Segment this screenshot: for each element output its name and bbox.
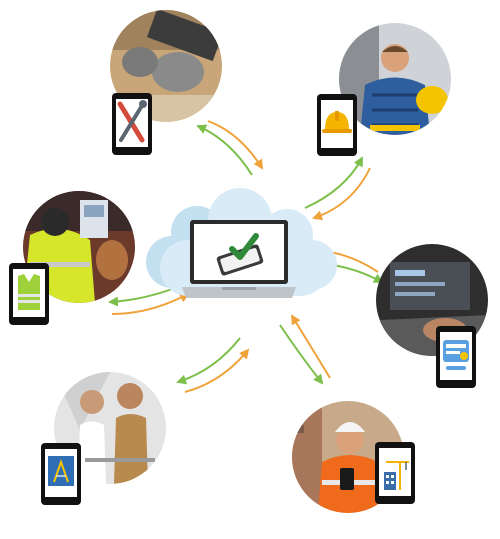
device-helmet (317, 94, 357, 156)
node-inspector (292, 401, 415, 513)
device-inspector (375, 442, 415, 504)
node-laptop (376, 244, 488, 388)
device-team (41, 443, 81, 505)
arrow-to-tools (196, 124, 253, 176)
hard-hat-icon (322, 111, 352, 133)
arrow-to-helmet (304, 156, 363, 209)
arrow-from-team (184, 348, 250, 393)
node-tools (110, 10, 222, 155)
safety-vest-icon (18, 274, 40, 310)
worker-hands-gloves-photo (110, 10, 222, 122)
device-vest (9, 263, 49, 325)
device-laptop (436, 326, 476, 388)
node-helmet (317, 23, 451, 156)
phone-check-icon (216, 233, 264, 276)
arrow-from-tools (207, 120, 264, 170)
wrench-screwdriver-icon (117, 100, 147, 143)
arrow-to-inspector (279, 324, 324, 385)
crane-building-icon (384, 461, 409, 490)
blueprint-icon (48, 456, 74, 486)
node-vest (9, 191, 135, 325)
arrow-from-helmet (312, 167, 371, 221)
app-window-icon (443, 340, 469, 370)
worker-plaid-shirt-helmet-photo (339, 23, 451, 135)
device-tools (112, 93, 152, 155)
arrow-to-team (176, 337, 241, 385)
cloud-laptop-check-icon (146, 188, 337, 298)
arrow-from-inspector (290, 314, 331, 379)
node-team (41, 372, 166, 505)
arrow-from-vest (111, 293, 190, 315)
